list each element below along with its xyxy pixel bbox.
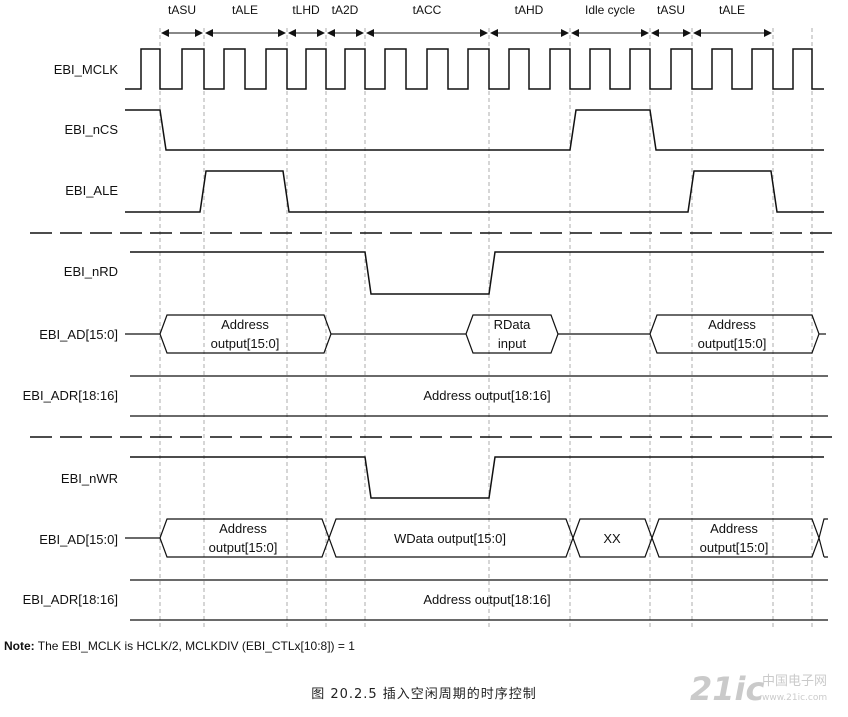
ncs-waveform <box>125 109 824 151</box>
signal-name-ad-write: EBI_AD[15:0] <box>39 532 118 547</box>
timing-label: tACC <box>413 3 442 17</box>
bus-segment-next <box>818 518 828 558</box>
write-adr-text: Address output[18:16] <box>423 592 550 607</box>
watermark-line1: 中国电子网 <box>762 674 828 689</box>
read-addr-text: Address <box>221 317 269 332</box>
read-addr-text: output[15:0] <box>211 336 280 351</box>
signal-name-ad-read: EBI_AD[15:0] <box>39 327 118 342</box>
timing-labels: tASU tALE tLHD tA2D tACC tAHD Idle cycle… <box>168 3 745 17</box>
signal-name-nwr: EBI_nWR <box>61 471 118 486</box>
nrd-waveform <box>130 251 824 295</box>
read-addr2-text: Address <box>708 317 756 332</box>
write-addr2-text: output[15:0] <box>700 540 769 555</box>
note-text: The EBI_MCLK is HCLK/2, MCLKDIV (EBI_CTL… <box>34 639 355 653</box>
signal-name-ncs: EBI_nCS <box>65 122 119 137</box>
write-addr-text: Address <box>219 521 267 536</box>
timing-diagram: tASU tALE tLHD tA2D tACC tAHD Idle cycle… <box>23 3 832 628</box>
write-xx-text: XX <box>603 531 621 546</box>
timing-label: tLHD <box>292 3 320 17</box>
watermark-line2: www.21ic.com <box>762 693 828 703</box>
timing-label: tAHD <box>515 3 544 17</box>
watermark-text: 中国电子网 www.21ic.com <box>762 674 827 706</box>
ale-waveform <box>125 170 824 213</box>
signal-name-adr-read: EBI_ADR[18:16] <box>23 388 118 403</box>
figure-caption: 图 20.2.5 插入空闲周期的时序控制 <box>311 687 537 702</box>
adr-write-bus <box>130 579 828 621</box>
ad-read-bus <box>125 314 826 354</box>
read-addr2-text: output[15:0] <box>698 336 767 351</box>
signal-name-nrd: EBI_nRD <box>64 264 118 279</box>
read-rdata-text: input <box>498 336 527 351</box>
write-wdata-text: WData output[15:0] <box>394 531 506 546</box>
ad-write-bus <box>125 518 828 558</box>
reference-lines <box>159 28 813 628</box>
signal-name-adr-write: EBI_ADR[18:16] <box>23 592 118 607</box>
signal-name-ale: EBI_ALE <box>65 183 118 198</box>
timing-label: tA2D <box>332 3 359 17</box>
timing-label: Idle cycle <box>585 3 635 17</box>
write-addr-text: output[15:0] <box>209 540 278 555</box>
nwr-waveform <box>130 456 824 499</box>
timing-label: tASU <box>168 3 196 17</box>
signal-name-mclk: EBI_MCLK <box>54 62 119 77</box>
note-prefix: Note: <box>4 639 35 653</box>
timing-label: tALE <box>232 3 258 17</box>
site-watermark: 21ic 中国电子网 www.21ic.com <box>690 670 840 710</box>
timing-label: tALE <box>719 3 745 17</box>
mclk-waveform <box>125 48 824 90</box>
diagram-note: Note: The EBI_MCLK is HCLK/2, MCLKDIV (E… <box>4 639 355 653</box>
write-addr2-text: Address <box>710 521 758 536</box>
watermark-logo: 21ic <box>690 670 765 708</box>
read-rdata-text: RData <box>494 317 532 332</box>
timing-label: tASU <box>657 3 685 17</box>
read-adr-text: Address output[18:16] <box>423 388 550 403</box>
adr-read-bus <box>130 375 828 417</box>
signal-names: EBI_MCLK EBI_nCS EBI_ALE EBI_nRD EBI_AD[… <box>23 62 119 607</box>
